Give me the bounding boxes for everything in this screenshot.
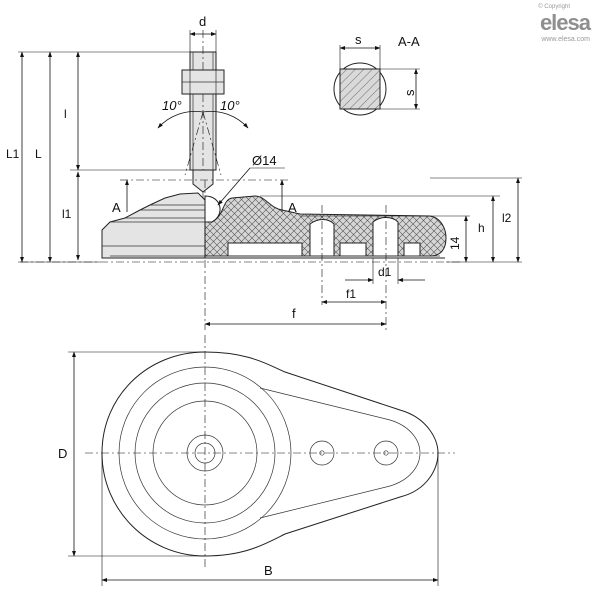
d14-label: 14 (448, 236, 462, 250)
s-side-label: s (402, 89, 417, 96)
elesa-logo: © Copyright elesa www.elesa.com (512, 4, 592, 44)
l1-label: l1 (62, 207, 72, 221)
dia14-label: Ø14 (252, 153, 277, 168)
s-top-label: s (355, 32, 362, 47)
section-A-right: A (288, 200, 297, 215)
side-view: 10° 10° d Ø14 A A L1 L l l1 14 (6, 14, 522, 330)
angle-right-label: 10° (220, 98, 240, 113)
l-label: l (64, 107, 67, 121)
D-label: D (58, 446, 67, 461)
angle-left-label: 10° (162, 98, 182, 113)
bottom-recess-1 (227, 242, 303, 257)
brand-name: elesa (539, 10, 591, 35)
d1-label: d1 (378, 265, 392, 279)
copyright-text: © Copyright (538, 4, 570, 10)
f1-label: f1 (346, 287, 356, 301)
L-label: L (35, 147, 42, 161)
bottom-recess-2 (339, 242, 367, 257)
B-label: B (264, 563, 273, 578)
hex-nut (181, 69, 225, 95)
section-title: A-A (398, 34, 420, 49)
section-AA-view: s s A-A (333, 32, 420, 116)
stud-collar (192, 169, 214, 193)
base-outline (101, 351, 439, 557)
d-label: d (199, 14, 206, 29)
tilt-arc-left (157, 111, 204, 129)
plan-view: D B (58, 335, 455, 586)
bottom-recess-3 (403, 242, 421, 257)
l2-label: l2 (502, 211, 512, 225)
f-label: f (292, 306, 296, 321)
h-label: h (478, 221, 485, 235)
section-A-left: A (112, 200, 121, 215)
tilt-arc-right (202, 111, 249, 129)
mounting-hole-2 (372, 217, 399, 257)
L1-label: L1 (6, 147, 20, 161)
brand-website: www.elesa.com (541, 36, 590, 43)
dia14-leader (217, 167, 251, 206)
